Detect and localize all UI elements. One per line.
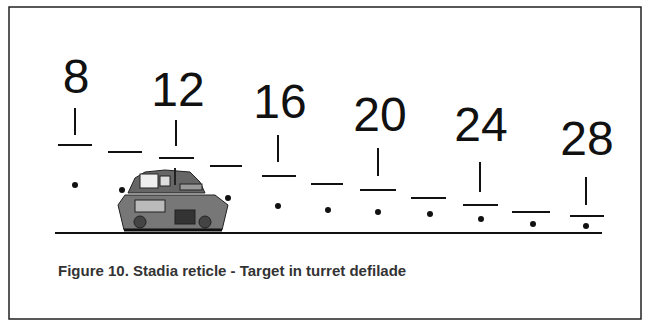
range-number: 16	[253, 78, 306, 126]
range-number: 20	[353, 91, 406, 139]
figure-caption: Figure 10. Stadia reticle - Target in tu…	[58, 262, 406, 280]
reticle-marks	[58, 108, 604, 229]
ground-line	[55, 232, 602, 234]
range-number: 24	[454, 101, 507, 149]
range-number: 28	[560, 115, 613, 163]
range-number: 8	[63, 53, 90, 101]
frame	[9, 7, 641, 319]
tank-silhouette	[118, 168, 228, 230]
range-number: 12	[151, 66, 204, 114]
